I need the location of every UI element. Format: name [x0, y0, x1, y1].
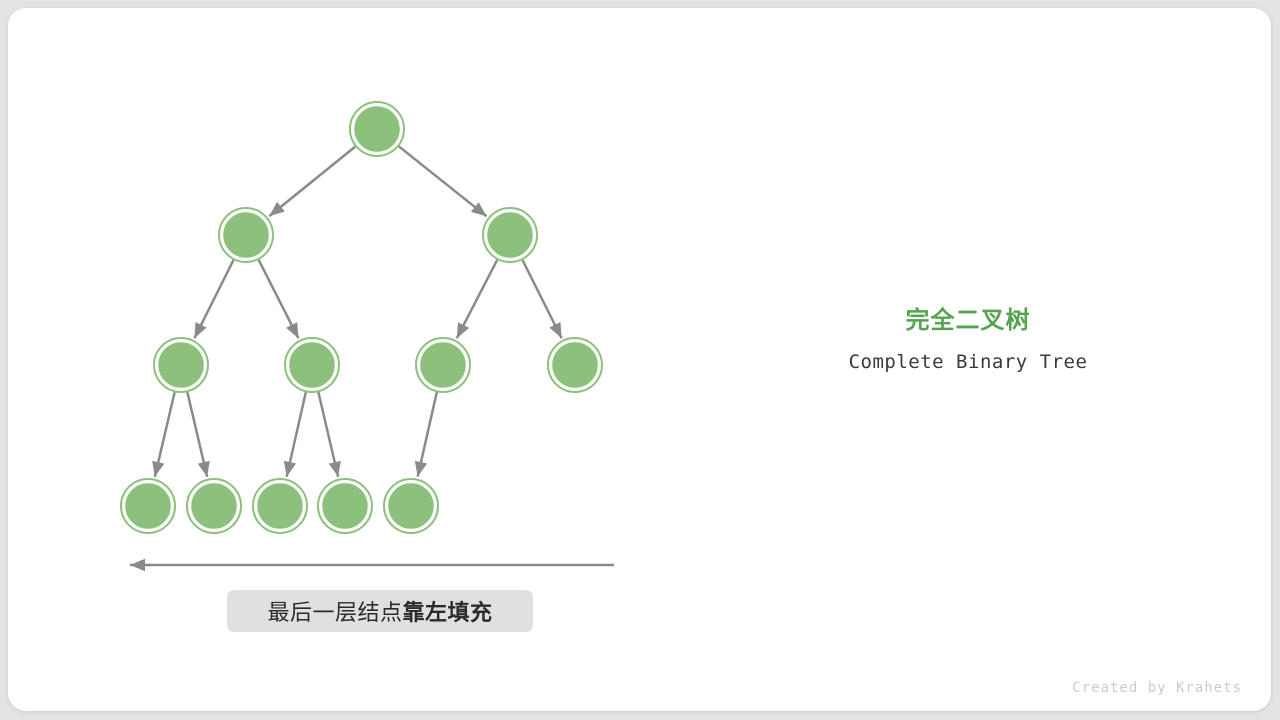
tree-edge: [193, 259, 235, 339]
tree-node: [218, 207, 274, 263]
tree-edge: [152, 391, 176, 478]
tree-node: [284, 337, 340, 393]
tree-node: [120, 478, 176, 534]
watermark: Created by Krahets: [1072, 680, 1242, 696]
caption-text-bold: 靠左填充: [402, 600, 493, 625]
tree-edge: [283, 392, 308, 478]
title-block: 完全二叉树 Complete Binary Tree: [818, 300, 1118, 373]
tree-node: [383, 478, 439, 534]
title-english: Complete Binary Tree: [848, 351, 1088, 373]
tree-node: [317, 478, 373, 534]
tree-edge: [414, 392, 439, 478]
tree-edge: [268, 145, 357, 218]
tree-edge: [186, 391, 210, 478]
tree-node: [482, 207, 538, 263]
tree-edge: [317, 391, 341, 478]
tree-node: [252, 478, 308, 534]
caption-text-normal: 最后一层结点: [267, 600, 403, 625]
tree-node: [153, 337, 209, 393]
tree-edge: [257, 259, 300, 339]
tree-edge: [521, 259, 563, 339]
tree-node: [349, 101, 405, 157]
tree-node: [186, 478, 242, 534]
tree-edge: [455, 259, 499, 339]
tree-node: [547, 337, 603, 393]
tree-node: [415, 337, 471, 393]
content-card: [8, 8, 1271, 711]
tree-edge: [398, 145, 488, 218]
title-chinese: 完全二叉树: [905, 307, 1031, 334]
caption-box: 最后一层结点靠左填充: [227, 590, 533, 632]
